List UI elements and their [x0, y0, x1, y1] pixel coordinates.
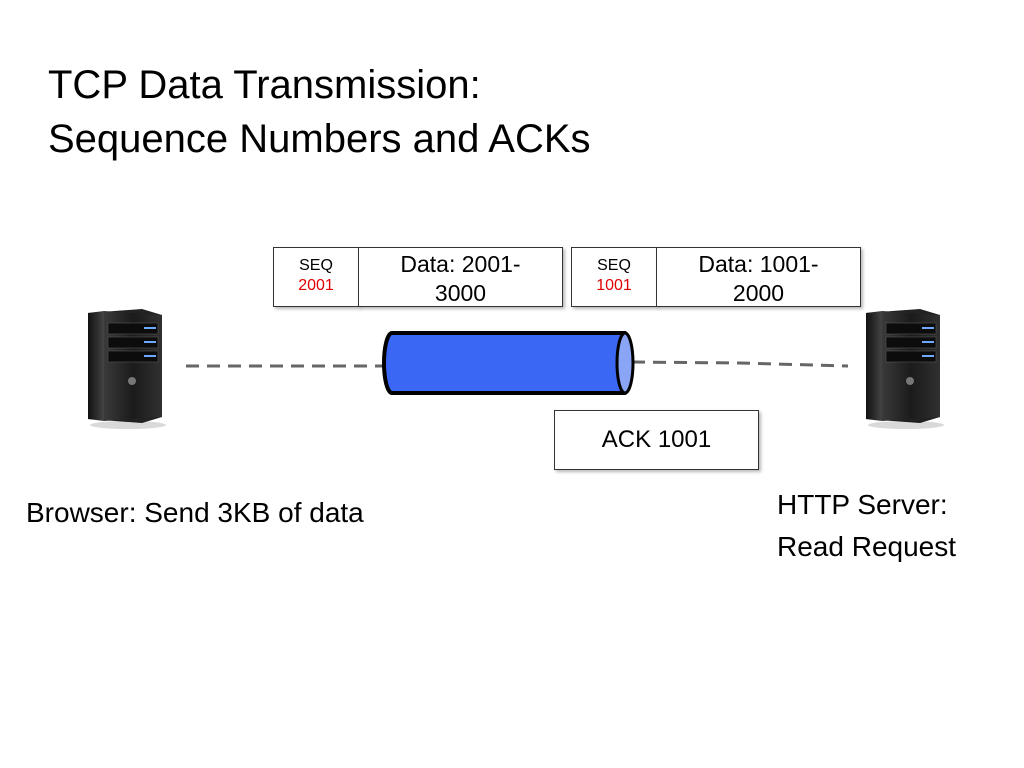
segment-1-data-box: Data: 2001- 3000: [358, 247, 563, 307]
browser-caption: Browser: Send 3KB of data: [26, 497, 364, 528]
seq-label: SEQ: [299, 257, 333, 274]
http-server-tower-icon: [866, 309, 944, 429]
segment-2-data-box: Data: 1001- 2000: [656, 247, 861, 307]
server-link-dashed-line: [631, 360, 849, 368]
title-line-2: Sequence Numbers and ACKs: [48, 117, 591, 161]
pipe-end-cap: [615, 331, 635, 395]
segment-1-seq-box: SEQ 2001: [273, 247, 359, 307]
data-range-line-2: 2000: [732, 280, 785, 306]
segment-2-seq-box: SEQ 1001: [571, 247, 657, 307]
slide-title: TCP Data Transmission: Sequence Numbers …: [48, 58, 591, 166]
data-range-line-1: Data: 2001-: [400, 251, 521, 277]
ack-label: ACK 1001: [601, 426, 712, 453]
seq-label: SEQ: [597, 257, 631, 274]
browser-server-tower-icon: [88, 309, 166, 429]
seq-number: 1001: [596, 277, 632, 294]
server-caption: HTTP Server: Read Request: [777, 484, 956, 568]
title-line-1: TCP Data Transmission:: [48, 63, 481, 107]
data-range-line-2: 3000: [434, 280, 487, 306]
ack-box: ACK 1001: [554, 410, 759, 470]
seq-number: 2001: [298, 277, 334, 294]
pipe-body: [382, 331, 627, 395]
network-pipe: [382, 331, 635, 395]
data-range-line-1: Data: 1001-: [698, 251, 819, 277]
server-caption-line-1: HTTP Server:: [777, 489, 948, 520]
server-caption-line-2: Read Request: [777, 531, 957, 562]
